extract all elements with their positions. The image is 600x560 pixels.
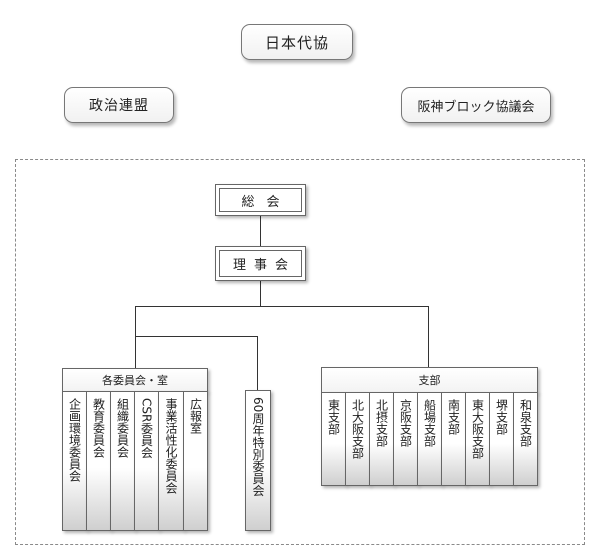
riji-down-connector bbox=[260, 280, 261, 306]
branch-item: 南支部 bbox=[441, 392, 466, 486]
committees-header: 各委員会・室 bbox=[62, 368, 208, 392]
hanshin-block-box: 阪神ブロック協議会 bbox=[401, 87, 551, 123]
branches-connector bbox=[428, 306, 429, 368]
committee-item: 組織委員会 bbox=[110, 391, 135, 531]
anniversary-connector bbox=[257, 336, 258, 390]
organization-frame bbox=[15, 159, 585, 545]
rijikai-box: 理事会 bbox=[215, 246, 306, 281]
branch-item: 和泉支部 bbox=[513, 392, 538, 486]
branch-item: 東大阪支部 bbox=[465, 392, 490, 486]
committee-item: 企画環境委員会 bbox=[62, 391, 87, 531]
sokai-label: 総会 bbox=[219, 188, 302, 212]
anniversary-committee: 60周年特別委員会 bbox=[245, 390, 271, 531]
committee-item: CSR委員会 bbox=[134, 391, 159, 531]
seiji-renmei-box: 政治連盟 bbox=[64, 87, 174, 123]
branches-header: 支部 bbox=[321, 367, 538, 393]
branch-item: 京阪支部 bbox=[393, 392, 418, 486]
rijikai-label: 理事会 bbox=[219, 250, 302, 277]
branch-item: 東支部 bbox=[321, 392, 346, 486]
committee-item: 広報室 bbox=[183, 391, 208, 531]
main-horizontal-connector bbox=[135, 306, 429, 307]
nihon-daikyo-box: 日本代協 bbox=[241, 24, 353, 60]
branch-item: 堺支部 bbox=[489, 392, 514, 486]
branch-item: 北摂支部 bbox=[369, 392, 394, 486]
branch-item: 北大阪支部 bbox=[345, 392, 370, 486]
committee-item: 事業活性化委員会 bbox=[158, 391, 184, 531]
sokai-riji-connector bbox=[260, 215, 261, 247]
committees-connector bbox=[135, 306, 136, 368]
branch-item: 船場支部 bbox=[417, 392, 442, 486]
sokai-box: 総会 bbox=[215, 184, 306, 216]
anniversary-horizontal-connector bbox=[135, 336, 258, 337]
committee-item: 教育委員会 bbox=[86, 391, 111, 531]
